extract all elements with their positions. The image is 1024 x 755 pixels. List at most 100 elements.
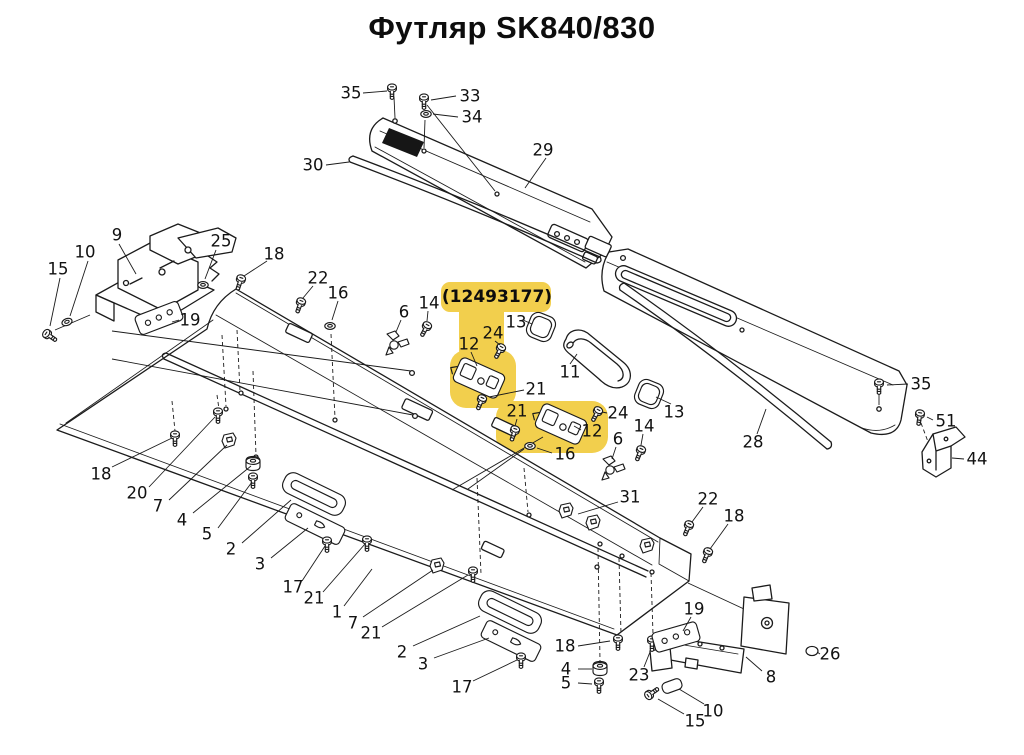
part-label-28: 28 bbox=[743, 433, 764, 452]
callout-leader-line bbox=[381, 574, 469, 628]
screw-15-right bbox=[642, 684, 662, 702]
part-label-24: 24 bbox=[483, 324, 504, 343]
highlighted-part-number: (12493177) bbox=[442, 287, 552, 307]
screw-35-left bbox=[387, 83, 397, 100]
ring-26 bbox=[805, 645, 819, 657]
nut-16-a bbox=[324, 322, 336, 330]
part-label-11: 11 bbox=[560, 363, 581, 382]
part-slide-rail bbox=[618, 282, 833, 450]
callout-leader-line bbox=[611, 446, 617, 460]
part-label-8: 8 bbox=[766, 668, 777, 687]
part-label-20: 20 bbox=[127, 484, 148, 503]
part-label-44: 44 bbox=[967, 450, 988, 469]
callout-leader-line bbox=[331, 300, 339, 321]
part-label-10: 10 bbox=[703, 702, 724, 721]
latch-6-b bbox=[601, 455, 626, 481]
callout-leader-line bbox=[395, 319, 402, 333]
callout-leader-line bbox=[343, 568, 373, 607]
callout-leader-line bbox=[577, 682, 593, 685]
callout-leader-line bbox=[488, 389, 525, 398]
part-label-23: 23 bbox=[629, 666, 650, 685]
part-label-24: 24 bbox=[608, 404, 629, 423]
screw-15-left bbox=[40, 327, 60, 345]
part-label-16: 16 bbox=[555, 445, 576, 464]
screw-17-a bbox=[322, 536, 332, 553]
screw-18-a bbox=[232, 273, 248, 292]
callout-leader-line bbox=[494, 340, 501, 346]
part-label-2: 2 bbox=[226, 540, 237, 559]
part-label-18: 18 bbox=[724, 507, 745, 526]
callout-leader-line bbox=[678, 688, 705, 705]
callout-leader-line bbox=[111, 437, 173, 468]
nut-16-b bbox=[524, 442, 536, 450]
callout-leader-line bbox=[577, 640, 611, 647]
part-label-17: 17 bbox=[283, 578, 304, 597]
washer-34 bbox=[420, 110, 432, 118]
part-label-14: 14 bbox=[419, 294, 440, 313]
part-label-25: 25 bbox=[211, 232, 232, 251]
part-corner-bracket bbox=[921, 426, 966, 478]
callout-leader-line bbox=[49, 277, 61, 327]
screw-18-b bbox=[699, 545, 715, 565]
part-label-12: 12 bbox=[459, 335, 480, 354]
callout-leader-line bbox=[745, 656, 763, 672]
part-label-6: 6 bbox=[613, 430, 624, 449]
part-label-4: 4 bbox=[177, 511, 188, 530]
grommet-4-b bbox=[592, 660, 608, 677]
callout-leader-line bbox=[601, 411, 608, 414]
callout-leader-line bbox=[657, 698, 685, 715]
callout-leader-line bbox=[192, 465, 252, 514]
part-top-cover-left bbox=[369, 96, 613, 269]
cover-label-window bbox=[382, 128, 424, 157]
screw-18-d bbox=[613, 634, 623, 651]
callout-leader-line bbox=[682, 616, 692, 632]
callout-leader-line bbox=[756, 408, 767, 435]
part-label-31: 31 bbox=[620, 488, 641, 507]
callout-leader-line bbox=[643, 651, 651, 668]
part-handle bbox=[563, 329, 632, 389]
callout-leader-line bbox=[577, 501, 619, 515]
gasket-13-b bbox=[631, 376, 667, 412]
callout-leader-line bbox=[522, 319, 533, 325]
part-label-5: 5 bbox=[561, 674, 572, 693]
part-label-13: 13 bbox=[664, 403, 685, 422]
screw-51 bbox=[913, 408, 926, 427]
callout-leader-line bbox=[118, 243, 137, 275]
screw-21-c bbox=[362, 535, 372, 552]
callout-leader-line bbox=[362, 90, 388, 94]
part-label-3: 3 bbox=[255, 555, 266, 574]
callout-leader-line bbox=[168, 444, 228, 501]
callout-leader-line bbox=[69, 260, 89, 317]
callout-leader-line bbox=[301, 545, 326, 582]
callout-leader-line bbox=[926, 416, 934, 421]
part-label-22: 22 bbox=[308, 269, 329, 288]
part-label-7: 7 bbox=[348, 614, 359, 633]
washer-10-left bbox=[60, 316, 74, 328]
part-top-cover-right bbox=[601, 248, 908, 436]
screw-14-a bbox=[417, 319, 434, 339]
callout-leader-line bbox=[243, 260, 268, 277]
part-slide-strip bbox=[348, 155, 602, 264]
part-label-29: 29 bbox=[533, 141, 554, 160]
callout-leader-line bbox=[886, 383, 909, 386]
callout-leader-line bbox=[426, 310, 429, 322]
callout-leader-line bbox=[470, 351, 478, 367]
part-label-17: 17 bbox=[452, 678, 473, 697]
screw-14-b bbox=[632, 443, 648, 463]
gasket-13-a bbox=[523, 309, 559, 345]
part-label-19: 19 bbox=[684, 600, 705, 619]
screw-5-b bbox=[594, 677, 604, 694]
part-label-35: 35 bbox=[911, 375, 932, 394]
screw-22-b bbox=[680, 518, 696, 538]
callout-leader-line bbox=[951, 457, 965, 460]
part-label-3: 3 bbox=[418, 655, 429, 674]
page-title: Футляр SK840/830 bbox=[368, 10, 656, 45]
part-label-2: 2 bbox=[397, 643, 408, 662]
callout-leader-line bbox=[322, 543, 366, 593]
callout-leader-line bbox=[432, 113, 459, 118]
callout-leader-line bbox=[325, 161, 350, 166]
part-label-35: 35 bbox=[341, 84, 362, 103]
callout-leader-line bbox=[270, 527, 309, 559]
callout-leader-line bbox=[217, 481, 253, 529]
